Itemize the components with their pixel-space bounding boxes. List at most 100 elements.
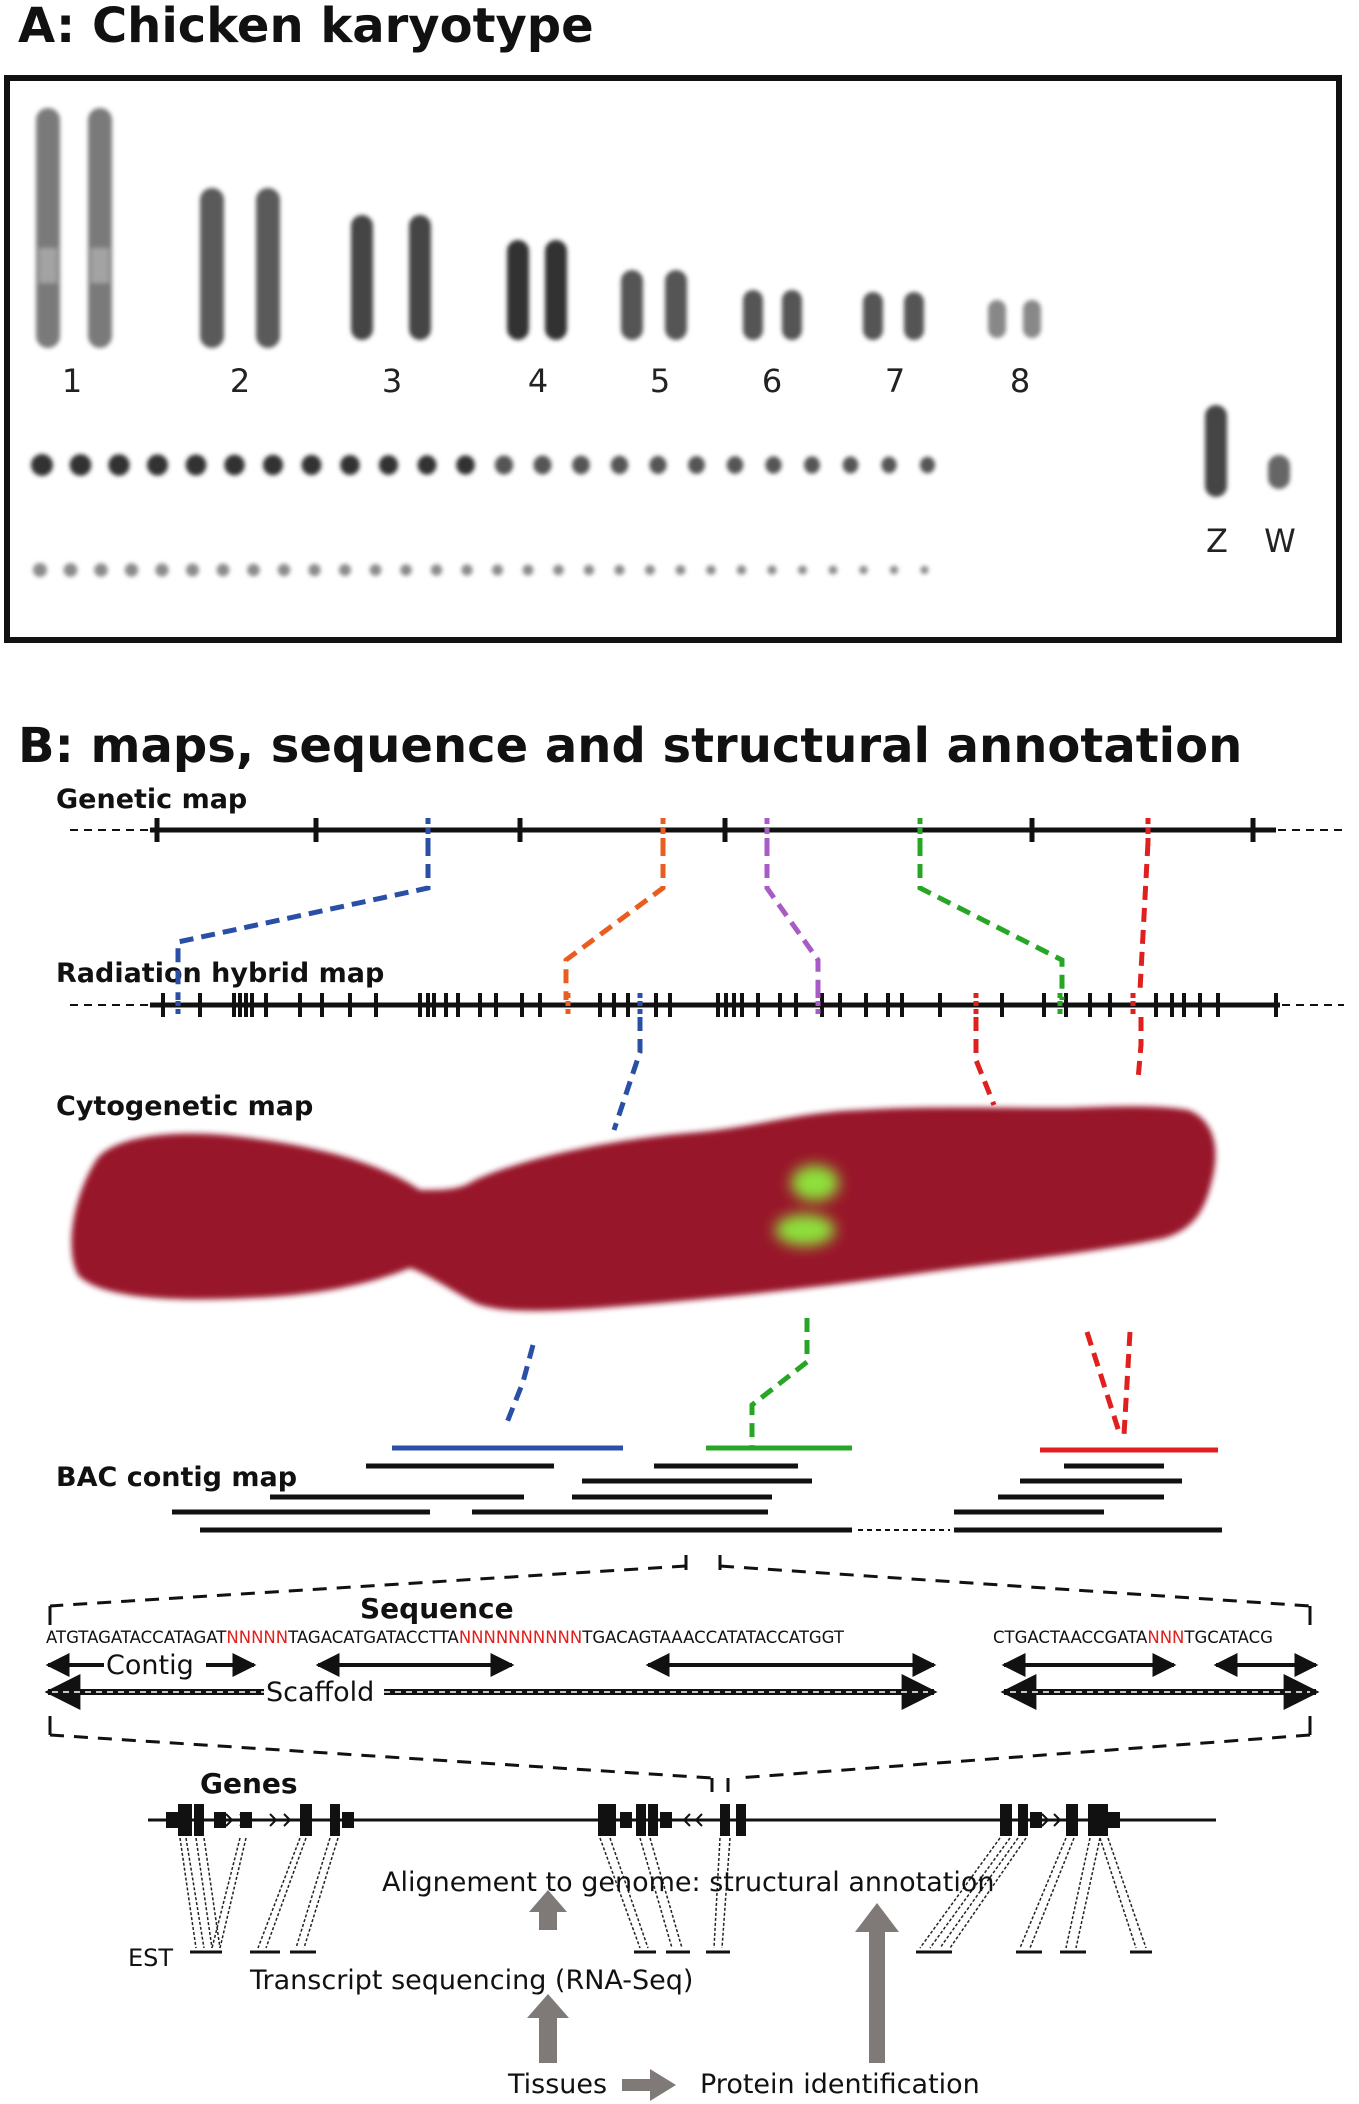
- intron-chevron-icon: [239, 1813, 248, 1827]
- chromosome: [545, 240, 567, 340]
- gene-utr: [660, 1812, 672, 1828]
- sequence-label: Sequence: [360, 1592, 514, 1625]
- microchromosome: [522, 564, 534, 576]
- chromosome-label: 6: [762, 362, 782, 400]
- microchromosome: [378, 455, 399, 475]
- chromosome: [863, 292, 883, 340]
- chromosome-band: [39, 248, 57, 283]
- up-arrow-icon: [527, 1994, 569, 2063]
- fish-chromosome: [71, 1106, 1216, 1311]
- sequence-segment: CTGACTAACCGATA: [993, 1628, 1148, 1647]
- protein-label: Protein identification: [700, 2069, 980, 2100]
- sequence-segment: TGCATACG: [1183, 1628, 1273, 1647]
- map-connector: [1135, 1017, 1144, 1081]
- chromosome: [904, 292, 924, 340]
- est-link: [295, 1837, 331, 1949]
- microchromosome: [614, 564, 625, 576]
- gene-exon: [736, 1804, 746, 1836]
- est-link: [265, 1837, 307, 1949]
- microchromosome: [308, 563, 321, 577]
- genes-label: Genes: [200, 1767, 298, 1800]
- chromosome-body: [621, 270, 643, 340]
- intron-chevron-icon: [694, 1813, 703, 1827]
- sequence-gap: NNNNN: [226, 1628, 288, 1647]
- zoom-lines: [48, 1555, 1312, 1792]
- chromosome: [36, 108, 60, 348]
- map-connector: [563, 842, 666, 1000]
- microchromosome: [461, 564, 473, 576]
- microchromosome: [649, 455, 667, 475]
- map-connector: [503, 1344, 536, 1426]
- chromosome-body: [863, 292, 883, 340]
- microchromosome: [155, 563, 169, 577]
- map-connector: [1121, 1331, 1133, 1436]
- gene-exon: [1088, 1804, 1108, 1836]
- microchromosome: [881, 456, 897, 474]
- microchromosome: [726, 456, 744, 474]
- panel-a-title: A: Chicken karyotype: [18, 0, 594, 54]
- microchromosome: [919, 456, 936, 474]
- microchromosome: [69, 454, 92, 476]
- chromosome-band: [91, 248, 109, 283]
- microchromosome: [247, 563, 260, 577]
- sequence-gap: NNN: [1147, 1628, 1184, 1647]
- alignment-label: Alignement to genome: structural annotat…: [382, 1867, 994, 1898]
- microchromosome: [706, 565, 716, 575]
- gene-exon: [178, 1804, 192, 1836]
- est-link: [939, 1837, 1019, 1949]
- est-alignments: [179, 1837, 1152, 1954]
- gene-exon: [720, 1804, 730, 1836]
- microchromosome: [146, 454, 169, 476]
- est-link: [639, 1837, 673, 1949]
- chromosome-label: 1: [62, 362, 82, 400]
- gene-exon: [1018, 1804, 1028, 1836]
- radiation-hybrid-map: [70, 993, 1344, 1017]
- est-link: [713, 1837, 721, 1949]
- microchromosome: [33, 563, 47, 577]
- genetic-map-label: Genetic map: [56, 784, 247, 815]
- microchromosome: [108, 454, 130, 476]
- chromosome-body: [782, 290, 802, 340]
- microchromosome: [494, 455, 514, 475]
- map-connector: [764, 842, 821, 1000]
- gene-utr: [214, 1812, 226, 1828]
- gene-exon: [648, 1804, 658, 1836]
- chromosome-body: [1023, 300, 1041, 338]
- microchromosome: [675, 565, 686, 575]
- microchromosome: [430, 564, 443, 576]
- microchromosome: [688, 456, 705, 474]
- est-label: EST: [128, 1944, 173, 1972]
- est-link: [1029, 1837, 1075, 1949]
- intron-chevron-icon: [1053, 1813, 1062, 1827]
- map-connector: [1137, 841, 1151, 991]
- chromosome-body: [665, 270, 687, 340]
- chromosome-label: 4: [528, 362, 548, 400]
- karyotype-frame: [4, 75, 1342, 643]
- est-link: [721, 1837, 731, 1949]
- microchromosome: [31, 454, 53, 476]
- karyotype-chromosomes: [31, 108, 1290, 577]
- map-connector: [611, 1017, 643, 1131]
- intron-chevron-icon: [1041, 1813, 1050, 1827]
- chromosome-body: [256, 188, 280, 348]
- microchromosome: [920, 565, 929, 575]
- microchromosome: [804, 456, 820, 474]
- microchromosome: [828, 565, 838, 575]
- microchromosome: [736, 565, 747, 575]
- chromosome: [665, 270, 687, 340]
- gene-exon: [194, 1804, 204, 1836]
- chromosome-body: [743, 290, 763, 340]
- gene-utr: [166, 1812, 178, 1828]
- chromosome: [782, 290, 802, 340]
- est-link: [219, 1837, 247, 1949]
- microchromosome: [492, 564, 503, 576]
- microchromosome: [339, 564, 351, 576]
- right-arrow-icon: [622, 2069, 676, 2101]
- est-link: [1107, 1837, 1147, 1949]
- fish-signal: [791, 1165, 839, 1201]
- microchromosome: [301, 454, 322, 476]
- gene-utr: [342, 1812, 354, 1828]
- chromosome-label: 2: [230, 362, 250, 400]
